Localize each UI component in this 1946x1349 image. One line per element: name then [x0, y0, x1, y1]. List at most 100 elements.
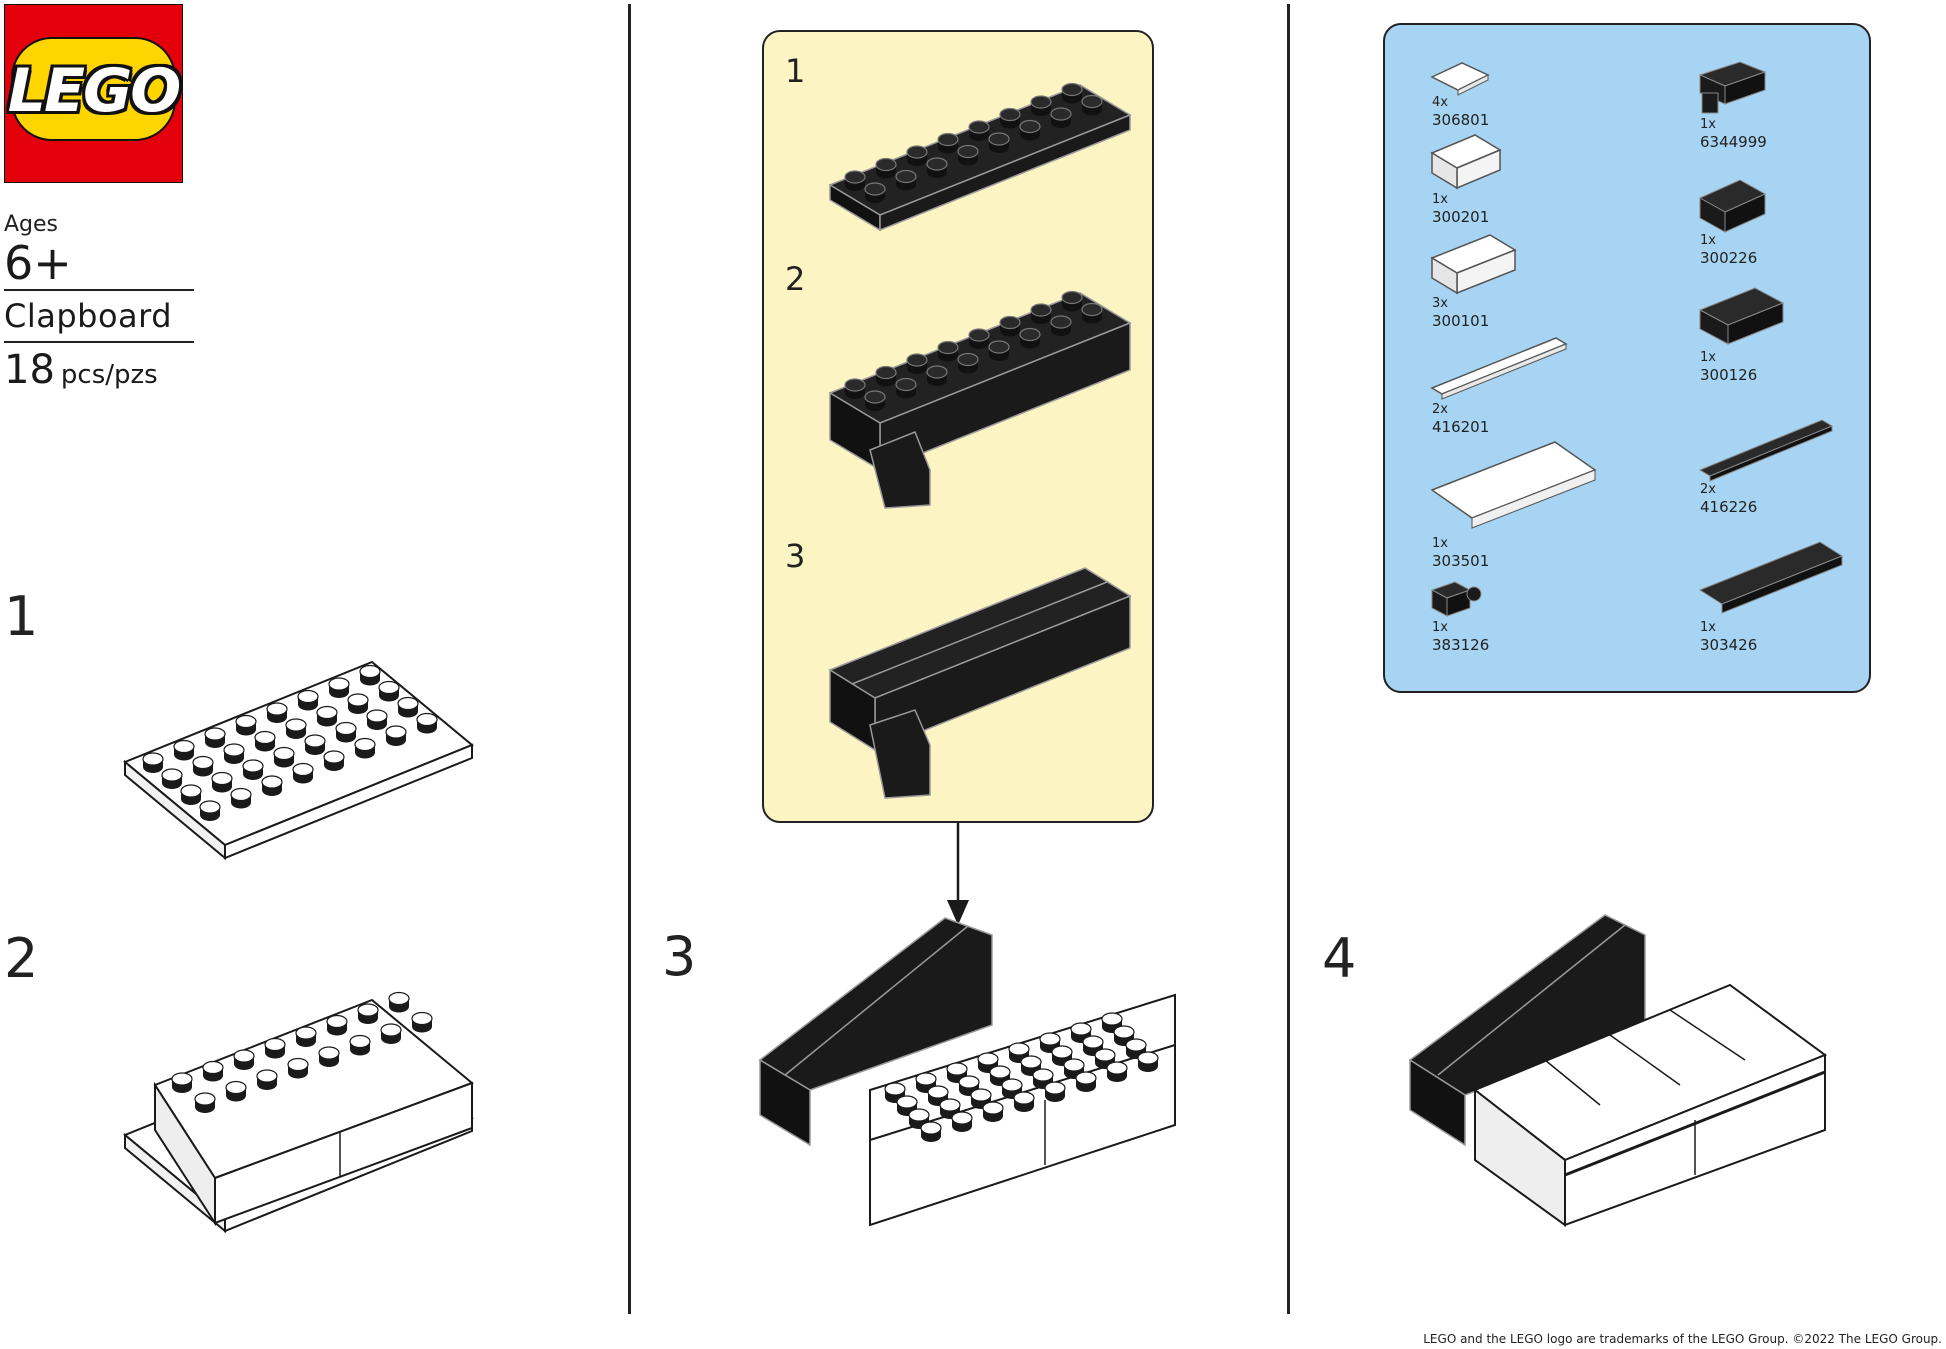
- stud-icon: [192, 755, 214, 778]
- stud-icon: [304, 734, 326, 756]
- column-divider: [628, 4, 631, 1314]
- stud-icon: [171, 1072, 193, 1094]
- brick-2x3-black-icon: [1698, 179, 1767, 233]
- stud-icon: [223, 743, 245, 765]
- logo-border-icon: [4, 4, 183, 183]
- stud-icon: [261, 775, 283, 797]
- stud-icon: [875, 157, 897, 180]
- stud-icon: [875, 365, 897, 388]
- stud-icon: [1019, 327, 1041, 350]
- stud-icon: [194, 1092, 216, 1114]
- step3-assembly-illustration: [758, 917, 1176, 1227]
- stud-icon: [416, 712, 438, 735]
- stud-icon: [233, 1049, 255, 1071]
- stud-icon: [999, 107, 1021, 130]
- brick-2x4-icon: [1430, 234, 1517, 295]
- stud-icon: [273, 746, 295, 769]
- divider-line: [4, 289, 194, 291]
- stud-icon: [318, 1046, 340, 1068]
- stud-icon: [326, 1014, 348, 1037]
- stud-icon: [388, 991, 410, 1014]
- stud-icon: [1019, 119, 1041, 142]
- stud-icon: [1050, 107, 1072, 129]
- stud-icon: [982, 1101, 1004, 1123]
- stud-icon: [349, 1034, 371, 1057]
- stud-icon: [999, 315, 1021, 338]
- stud-icon: [287, 1057, 309, 1080]
- stud-icon: [235, 714, 257, 737]
- stud-icon: [1137, 1051, 1159, 1073]
- step1-plate-illustration: [123, 660, 474, 861]
- stud-icon: [316, 705, 338, 728]
- stud-icon: [366, 709, 388, 731]
- stud-icon: [180, 784, 202, 806]
- stud-icon: [347, 693, 369, 715]
- piece-count-number: 18: [4, 347, 55, 393]
- plate-2x8-black-icon: [1698, 541, 1844, 614]
- stud-icon: [895, 377, 917, 400]
- hinge-brick-icon: [1430, 581, 1482, 617]
- ages-label: Ages: [4, 212, 59, 237]
- stud-icon: [1075, 1071, 1097, 1093]
- stud-icon: [906, 145, 928, 167]
- stud-icon: [204, 727, 226, 749]
- ages-value: 6+: [4, 236, 72, 290]
- stud-icon: [202, 1060, 224, 1083]
- stud-icon: [926, 157, 948, 179]
- stud-icon: [254, 730, 276, 753]
- stud-icon: [297, 689, 319, 712]
- brick-2x4-black-icon: [1698, 287, 1785, 345]
- stud-icon: [328, 677, 350, 699]
- hinge-top-icon: [1698, 61, 1767, 114]
- column-divider: [1287, 4, 1290, 1314]
- piece-count-unit: pcs/pzs: [60, 360, 158, 390]
- tile-1x8-black-icon: [1698, 419, 1834, 482]
- stud-icon: [1061, 82, 1083, 105]
- stud-icon: [397, 696, 419, 719]
- stud-icon: [988, 132, 1010, 154]
- stud-icon: [378, 680, 400, 703]
- trademark-footer: LEGO and the LEGO logo are trademarks of…: [1423, 1332, 1942, 1346]
- stud-icon: [1030, 303, 1052, 325]
- stud-icon: [844, 378, 866, 400]
- stud-icon: [1106, 1061, 1128, 1083]
- stud-icon: [1044, 1081, 1066, 1103]
- stud-icon: [380, 1023, 402, 1045]
- stud-icon: [199, 800, 221, 822]
- stud-icon: [285, 718, 307, 740]
- stud-icon: [864, 390, 886, 412]
- stud-icon: [951, 1111, 973, 1133]
- stud-icon: [1061, 290, 1083, 313]
- step-number-3: 3: [662, 925, 697, 988]
- stud-icon: [957, 352, 979, 375]
- stud-icon: [926, 365, 948, 387]
- stud-icon: [359, 664, 381, 687]
- stud-icon: [173, 739, 195, 762]
- stud-icon: [988, 340, 1010, 362]
- stud-icon: [357, 1003, 379, 1025]
- stud-icon: [411, 1011, 433, 1034]
- stud-icon: [864, 182, 886, 204]
- substep2-black-bricks-illustration: [828, 290, 1132, 509]
- stud-icon: [211, 771, 233, 794]
- step-number-2: 2: [4, 927, 39, 990]
- stud-icon: [323, 750, 345, 772]
- step-number-1: 1: [4, 585, 39, 648]
- step4-assembly-illustration: [1408, 914, 1828, 1227]
- step-number-4: 4: [1322, 927, 1357, 990]
- stud-icon: [937, 132, 959, 155]
- stud-icon: [968, 328, 990, 350]
- tile-1x8-icon: [1430, 337, 1568, 400]
- logo-text: LEGO: [7, 56, 181, 126]
- stud-icon: [256, 1069, 278, 1091]
